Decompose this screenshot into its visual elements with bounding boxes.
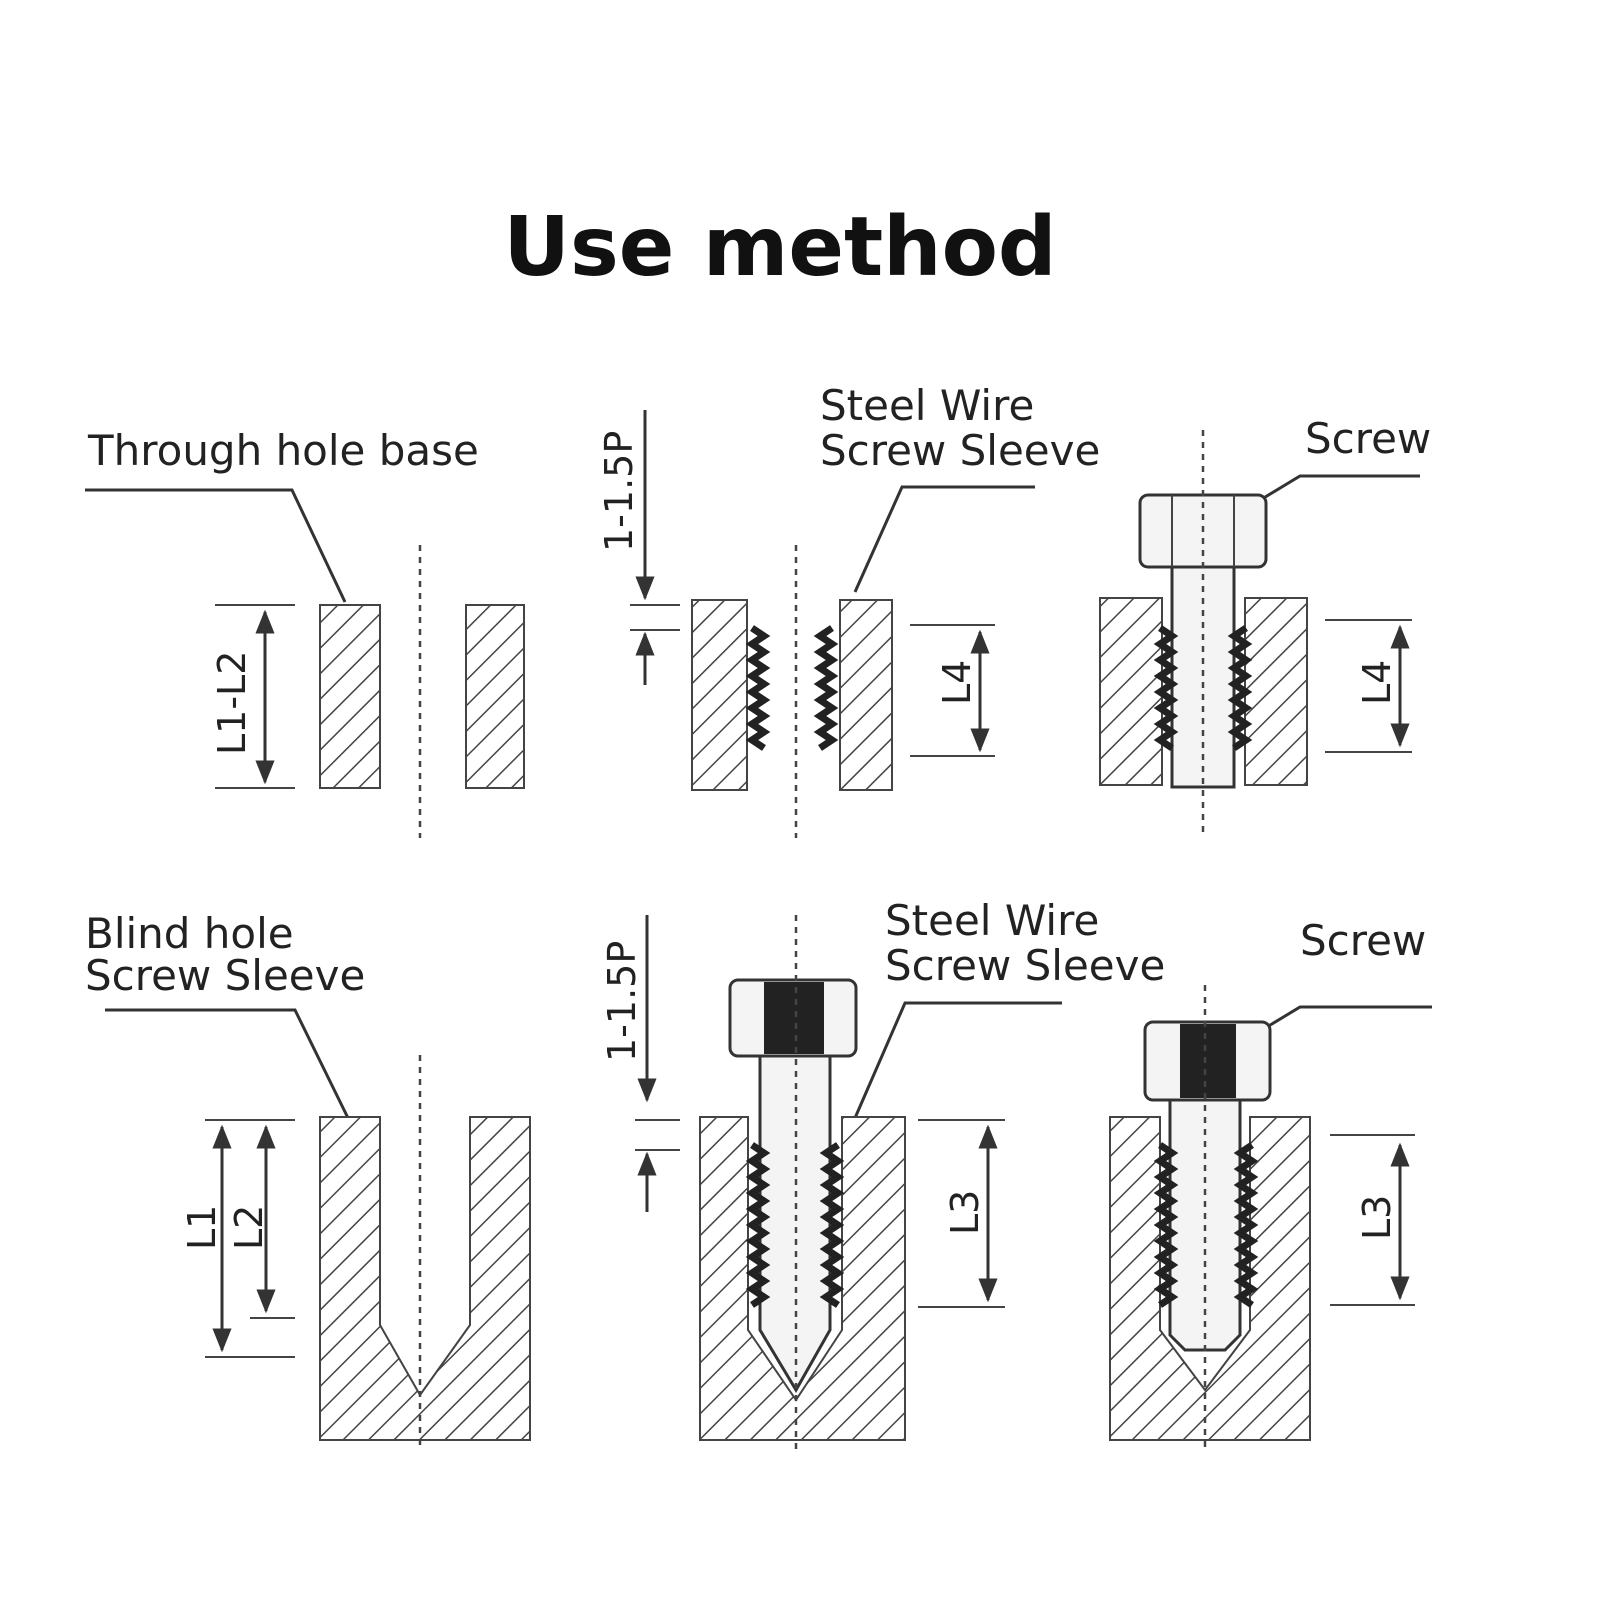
leader-line	[853, 485, 1035, 593]
pitch-label: 1-1.5P	[600, 941, 644, 1062]
hatched-base-right	[465, 604, 525, 789]
blind-sleeve-screw-panel: 1-1.5P Steel Wire Screw Sleeve L3	[600, 896, 1165, 1450]
sleeve-label-line2: Screw Sleeve	[885, 941, 1165, 990]
leader-line	[85, 488, 347, 603]
sleeve-label-line2: Screw Sleeve	[820, 426, 1100, 475]
leader-line	[1251, 474, 1420, 507]
wire-sleeve-coil	[745, 625, 771, 751]
screw-head-face	[764, 982, 824, 1054]
hatched-base-left	[319, 604, 381, 789]
dim-l1-l2: L1-L2	[210, 651, 254, 755]
sleeve-label-line1: Steel Wire	[885, 896, 1099, 945]
screw-label: Screw	[1300, 916, 1426, 965]
hatched-base-left	[1099, 597, 1163, 786]
hatched-base-left	[691, 599, 748, 791]
sleeve-label-line1: Steel Wire	[820, 381, 1034, 430]
dim-l4: L4	[1355, 660, 1399, 705]
dim-l4: L4	[935, 660, 979, 705]
sleeve-install-panel: 1-1.5P Steel Wire Screw Sleeve L4	[597, 381, 1100, 838]
blind-screw-installed-panel: Screw L3	[1109, 916, 1432, 1450]
through-hole-panel: Through hole base L1-L2	[85, 426, 525, 838]
dim-l2: L2	[227, 1205, 271, 1250]
screw-label: Screw	[1305, 414, 1431, 463]
leader-line	[1261, 1005, 1432, 1032]
through-hole-label: Through hole base	[87, 426, 479, 475]
wire-sleeve-coil	[813, 625, 839, 751]
leader-line	[853, 1001, 1062, 1119]
page-title: Use method	[503, 200, 1057, 295]
dim-l1: L1	[180, 1205, 224, 1250]
pitch-label: 1-1.5P	[597, 431, 641, 552]
blind-hole-panel: Blind hole Screw Sleeve L1 L2	[85, 909, 531, 1450]
dim-l3: L3	[1355, 1195, 1399, 1240]
hatched-base-right	[1244, 597, 1308, 786]
hatched-blind-base	[319, 1116, 531, 1441]
screw-head-face	[1180, 1024, 1236, 1098]
screw-installed-panel: Screw L4	[1099, 414, 1431, 838]
blind-hole-label-line2: Screw Sleeve	[85, 951, 365, 1000]
dim-l3: L3	[943, 1190, 987, 1235]
leader-line	[105, 1008, 350, 1119]
hatched-base-right	[839, 599, 893, 791]
blind-hole-label-line1: Blind hole	[85, 909, 294, 958]
